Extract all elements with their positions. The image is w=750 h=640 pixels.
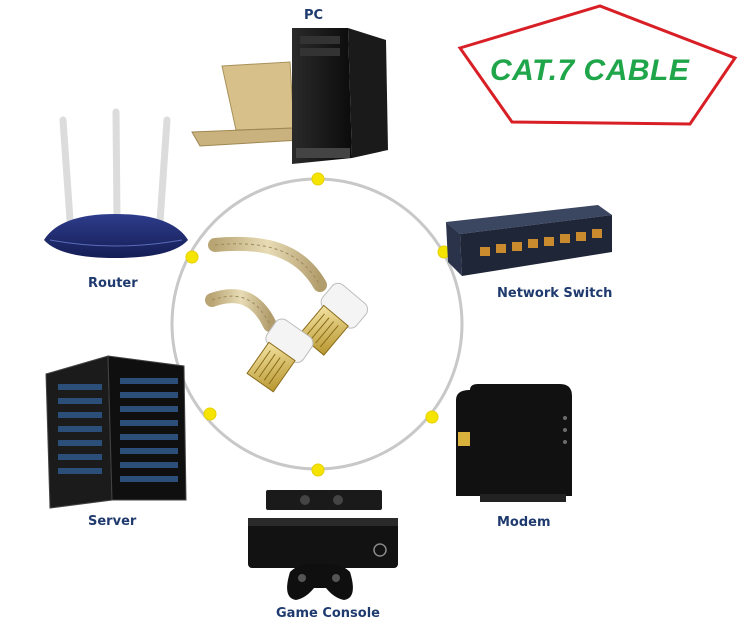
modem-icon xyxy=(456,384,572,502)
network-switch-icon xyxy=(446,205,612,276)
badge-pentagon-outline xyxy=(457,4,738,126)
server-label: Server xyxy=(88,514,137,529)
server-rack-icon xyxy=(45,355,187,509)
ring-node-router xyxy=(185,250,199,264)
router-label: Router xyxy=(88,276,138,291)
desktop-pc-icon xyxy=(191,28,388,164)
wifi-router-icon xyxy=(44,108,188,258)
ring-node-server xyxy=(203,407,217,421)
ring-node-pc xyxy=(311,172,325,186)
network-switch-label: Network Switch xyxy=(497,286,613,301)
pc-label: PC xyxy=(304,8,324,23)
badge-text: CAT.7 CABLE xyxy=(490,54,690,87)
ring-node-console xyxy=(311,463,325,477)
ethernet-cable-icon xyxy=(205,236,369,393)
game-console-label: Game Console xyxy=(276,606,380,621)
modem-label: Modem xyxy=(497,515,551,530)
game-console-icon xyxy=(248,490,398,600)
ring-node-modem xyxy=(425,410,439,424)
ring-nodes xyxy=(185,172,451,477)
